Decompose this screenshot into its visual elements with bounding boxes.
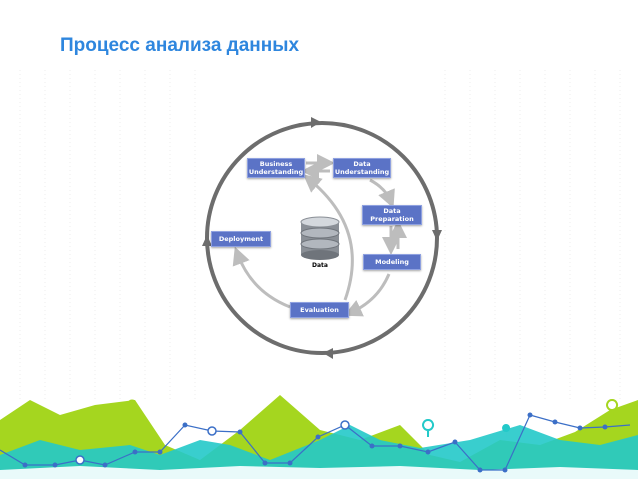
decorative-footer — [0, 395, 638, 479]
arrow-mod-to-eval — [343, 273, 391, 317]
pin-icon — [606, 399, 619, 418]
node-data-label: Data — [312, 262, 328, 269]
node-data-understanding: Data Understanding — [333, 158, 391, 178]
arrow-eval-to-bu — [303, 174, 354, 301]
page-title: Процесс анализа данных — [60, 35, 300, 56]
outer-arrow-bottom — [323, 348, 333, 359]
node-business-understanding: Business Understanding — [247, 158, 305, 178]
node-deployment: Deployment — [211, 231, 271, 247]
arrow-du-to-dp — [369, 178, 395, 209]
database-icon — [300, 216, 340, 260]
arrow-eval-to-dep — [232, 246, 291, 309]
pin-icon — [502, 424, 511, 438]
footer-white-band — [0, 466, 638, 479]
node-modeling: Modeling — [363, 254, 421, 270]
node-data-preparation: Data Preparation — [362, 205, 422, 225]
pin-icon — [422, 419, 435, 438]
node-evaluation: Evaluation — [290, 302, 349, 318]
footer-teal-hills — [0, 425, 638, 479]
pin-icon — [127, 399, 137, 415]
outer-arrow-right — [432, 230, 442, 241]
outer-arrow-left — [202, 235, 212, 246]
outer-arrow-top — [311, 117, 321, 128]
